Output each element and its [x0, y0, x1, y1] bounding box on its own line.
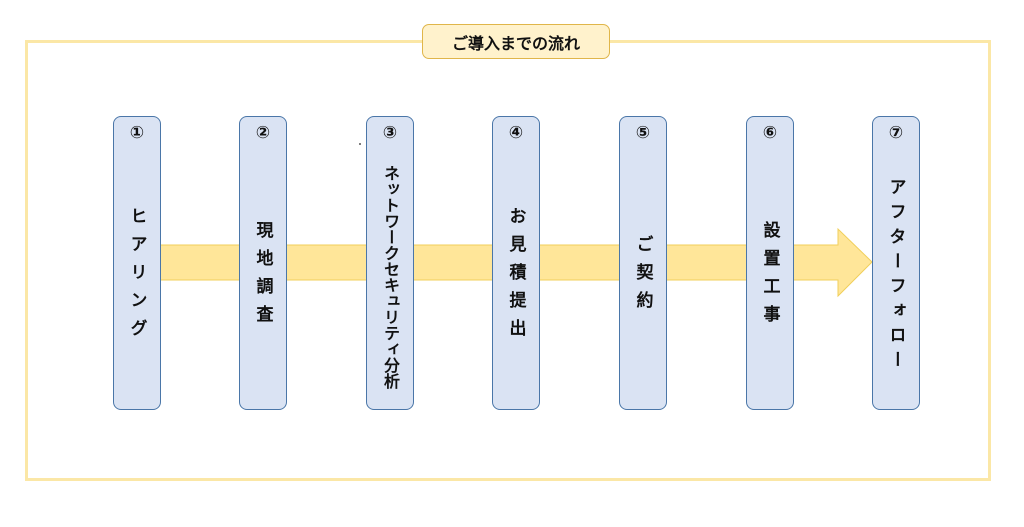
step-number: ⑥	[762, 123, 778, 143]
step-3-network-security-analysis: ③ ネットワークセキュリティ分析	[366, 116, 414, 410]
step-number: ⑤	[635, 123, 651, 143]
step-label: アフターフォロー	[885, 178, 906, 376]
step-label: ヒアリング	[126, 206, 147, 348]
step-2-site-survey: ② 現地調査	[239, 116, 287, 410]
stray-dot	[359, 143, 361, 145]
step-label: 現地調査	[252, 220, 273, 334]
step-4-quotation: ④ お見積提出	[492, 116, 540, 410]
step-label: ネットワークセキュリティ分析	[381, 165, 400, 389]
step-1-hearing: ① ヒアリング	[113, 116, 161, 410]
flow-title: ご導入までの流れ	[422, 24, 610, 59]
step-label: お見積提出	[505, 206, 526, 348]
step-5-contract: ⑤ ご契約	[619, 116, 667, 410]
step-number: ③	[382, 123, 398, 143]
step-label: ご契約	[632, 234, 653, 320]
step-label: 設置工事	[759, 220, 780, 334]
step-6-installation: ⑥ 設置工事	[746, 116, 794, 410]
step-number: ②	[255, 123, 271, 143]
step-number: ⑦	[888, 123, 904, 143]
step-number: ①	[129, 123, 145, 143]
step-7-after-follow: ⑦ アフターフォロー	[872, 116, 920, 410]
step-number: ④	[508, 123, 524, 143]
